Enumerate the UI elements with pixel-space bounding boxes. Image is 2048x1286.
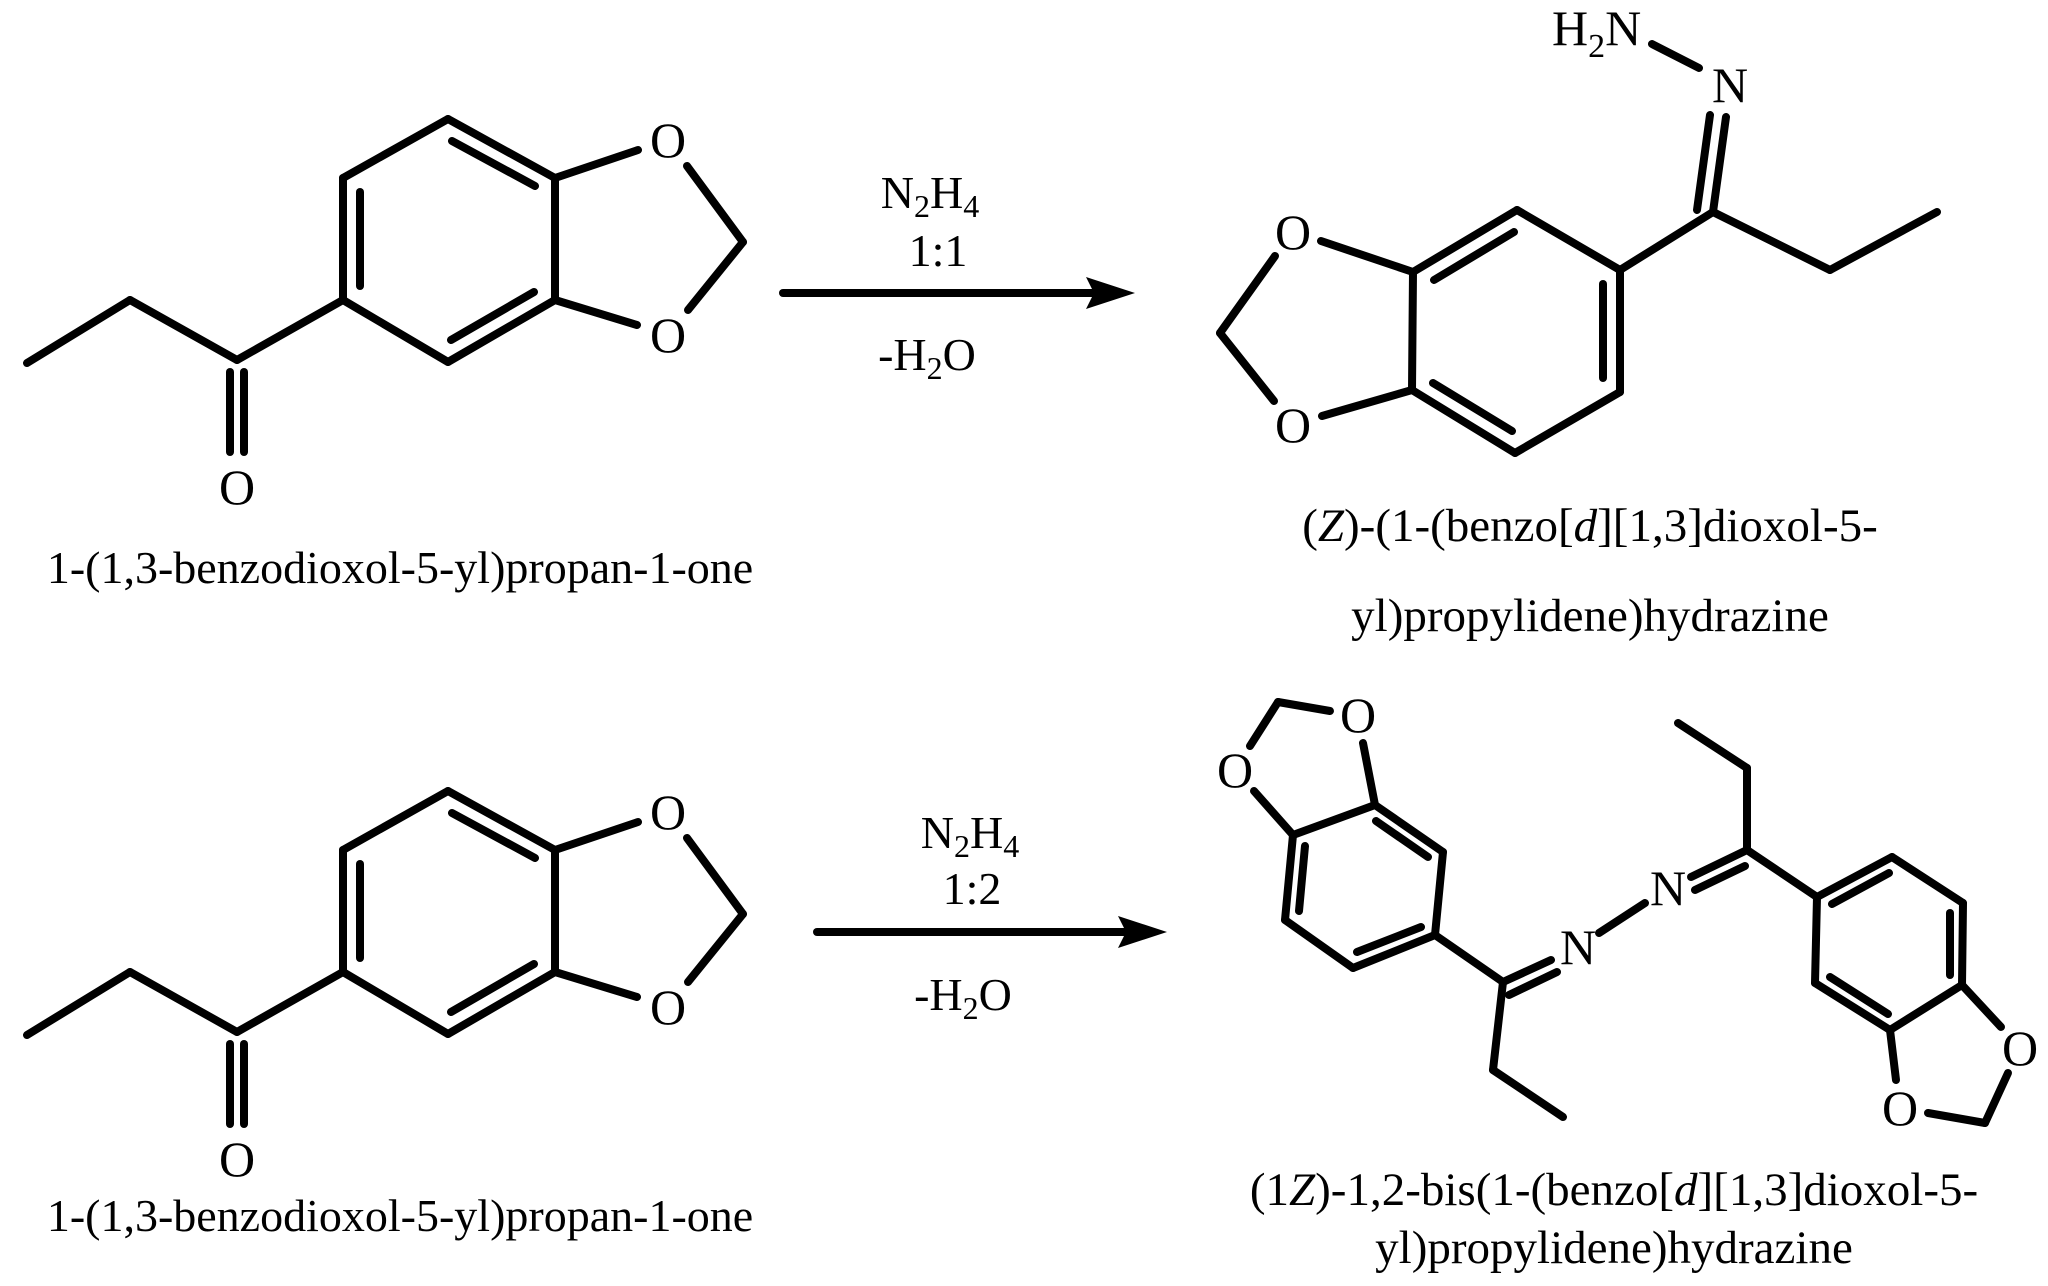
h2n-label: H2N [1552, 0, 1641, 65]
benzene-ring [339, 115, 559, 366]
reagent-hydrazine-bottom: N2H4 [820, 807, 1120, 864]
dioxole-ring: O O [551, 112, 747, 363]
product2-caption-line2: yl)propylidene)hydrazine [1375, 1222, 1853, 1274]
nitrogen-label: N [1560, 919, 1596, 975]
caption-part: ][1,3]dioxol-5- [1597, 500, 1878, 552]
water-sub: 2 [926, 350, 943, 386]
dioxole-ring: O O [1216, 204, 1417, 453]
reagent-h: H [930, 167, 964, 218]
ethyl-chain-right [1674, 719, 1751, 854]
water-sub: 2 [962, 990, 979, 1026]
h2n-n: N [1605, 0, 1641, 56]
benzene-ring [1408, 206, 1624, 457]
ratio-label-bottom: 1:2 [942, 863, 1002, 914]
reagent-n-sub: 2 [954, 828, 970, 864]
reaction-arrow-1 [779, 277, 1135, 309]
reagent-n: N [880, 167, 914, 218]
caption-part-italic: Z [1317, 500, 1345, 552]
structure-product-hydrazone: O O H2N N [1216, 0, 1941, 457]
dioxole-ring-right: O O [1882, 981, 2038, 1136]
water-minus-h: -H [914, 969, 963, 1020]
ethyl-chain [1709, 208, 1941, 274]
reagent-h: H [970, 807, 1004, 858]
oxygen-label: O [1217, 742, 1253, 798]
caption-part: )-(1-(benzo[ [1344, 500, 1574, 552]
arrowhead-icon [1086, 277, 1135, 309]
caption-part: ][1,3]dioxol-5- [1697, 1164, 1979, 1216]
water-o: O [978, 969, 1012, 1020]
reactant-caption-top: 1-(1,3-benzodioxol-5-yl)propan-1-one [46, 542, 754, 593]
oxygen-label: O [650, 979, 686, 1035]
benzene-ring [339, 787, 559, 1038]
dioxole-ring-left: O O [1217, 687, 1379, 839]
oxygen-label: O [219, 459, 255, 515]
caption-part: (1 [1249, 1164, 1289, 1216]
nitrogen-label: N [1650, 860, 1686, 916]
reagent-n-sub: 2 [914, 188, 930, 224]
byproduct-water-bottom: -H2O [813, 969, 1113, 1026]
structure-reactant-bottom: O O O [23, 784, 747, 1187]
caption-part: ( [1302, 500, 1318, 552]
caption-part: )-1,2-bis(1-(benzo[ [1315, 1164, 1675, 1216]
oxygen-label: O [219, 1131, 255, 1187]
oxygen-label: O [2002, 1020, 2038, 1076]
reactant-caption-bottom: 1-(1,3-benzodioxol-5-yl)propan-1-one [46, 1190, 754, 1241]
caption-part-italic: Z [1289, 1164, 1316, 1216]
product2-caption-line1: (1Z)-1,2-bis(1-(benzo[d][1,3]dioxol-5- [1180, 1162, 2048, 1218]
structure-product-azine: O O N N [1217, 687, 2038, 1136]
caption-part-italic: d [1674, 1164, 1698, 1216]
reagent-n: N [920, 807, 954, 858]
product1-caption-line2: yl)propylidene)hydrazine [1351, 590, 1829, 642]
ratio-label-top: 1:1 [908, 225, 968, 276]
oxygen-label: O [650, 112, 686, 168]
benzene-ring-right [1743, 846, 1967, 1034]
product1-caption-line1: (Z)-(1-(benzo[d][1,3]dioxol-5- [1180, 498, 2000, 554]
benzene-ring-left [1281, 801, 1447, 972]
azine-bridge: N N [1431, 846, 1751, 999]
caption-part-italic: d [1573, 500, 1598, 552]
byproduct-water-top: -H2O [777, 329, 1077, 386]
oxygen-label: O [650, 307, 686, 363]
oxygen-label: O [1340, 687, 1376, 743]
structure-reactant-top: O O O [23, 112, 747, 515]
oxygen-label: O [1275, 397, 1311, 453]
water-minus-h: -H [878, 329, 927, 380]
reagent-hydrazine-top: N2H4 [780, 167, 1080, 224]
reagent-h-sub: 4 [963, 188, 980, 224]
arrowhead-icon [1118, 916, 1167, 948]
water-o: O [942, 329, 976, 380]
propanone-chain: O [23, 968, 347, 1187]
h2n-sub: 2 [1588, 28, 1605, 65]
h2n-h: H [1552, 0, 1588, 56]
oxygen-label: O [1275, 204, 1311, 260]
oxygen-label: O [1882, 1080, 1918, 1136]
dioxole-ring: O O [551, 784, 747, 1035]
propanone-chain: O [23, 296, 347, 515]
reaction-arrow-2 [813, 916, 1167, 948]
ethyl-chain-left [1489, 978, 1567, 1121]
nitrogen-label: N [1712, 57, 1748, 113]
oxygen-label: O [650, 784, 686, 840]
reagent-h-sub: 4 [1003, 828, 1020, 864]
hydrazone-group: H2N N [1552, 0, 1748, 274]
